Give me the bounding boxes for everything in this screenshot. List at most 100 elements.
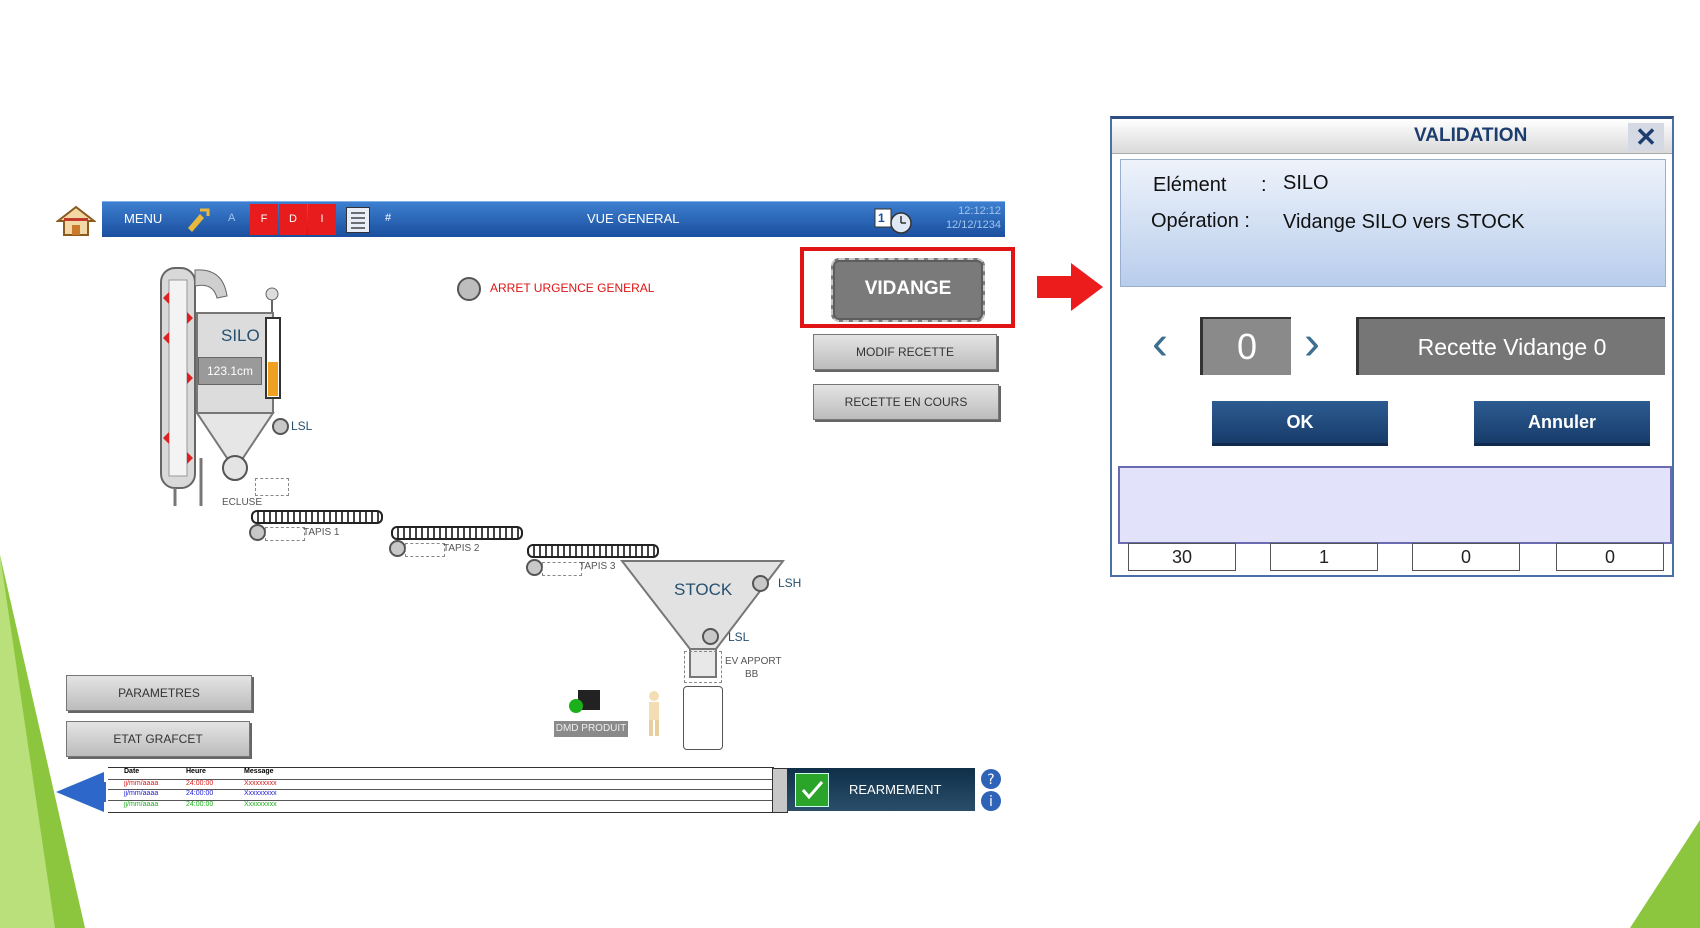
silo-assembly [145,258,305,508]
calendar-clock-icon[interactable]: 1 [874,206,914,234]
log-cell: 24:00:00 [186,801,214,808]
rearmement-label: REARMEMENT [849,782,942,797]
menu-button[interactable]: MENU [124,211,163,226]
stock-label: STOCK [674,580,733,599]
access-level-label: A [228,212,236,224]
rearmement-button[interactable]: REARMEMENT [787,768,975,811]
etat-grafcet-button[interactable]: ETAT GRAFCET [66,721,250,757]
top-navigation-bar: MENU A F D I # VUE GENERAL 1 12:12:12 12… [102,201,1005,237]
log-cell: Xxxxxxxxx [244,780,277,787]
decor-triangle-left-light [0,555,55,928]
button-d[interactable]: D [279,204,307,235]
ok-button[interactable]: OK [1212,401,1388,446]
operation-value: Vidange SILO vers STOCK [1283,211,1525,233]
vidange-button[interactable]: VIDANGE [831,258,985,322]
clock-date: 12/12/1234 [945,219,1001,231]
parametres-button[interactable]: PARAMETRES [66,675,252,711]
log-cell: Xxxxxxxxx [244,801,277,808]
emergency-stop-lamp [457,277,481,301]
stock-lsl-sensor [702,628,719,645]
element-value: SILO [1283,172,1329,194]
dialog-info-panel: Elément : SILO Opération : Vidange SILO … [1120,159,1666,287]
tapis-1-sensor [249,524,266,541]
document-icon[interactable] [346,207,370,233]
ev-apport-valve [684,651,722,683]
log-cell: jj/mm/aaaa [124,790,159,797]
dialog-title: VALIDATION [1414,125,1528,146]
operator-figure-icon [643,690,665,738]
tapis-3-sensor [526,559,543,576]
close-icon[interactable]: ✕ [1628,123,1664,151]
element-label: Elément [1153,174,1227,196]
tapis-3-label: TAPIS 3 [579,561,616,572]
dmd-produit-button[interactable]: DMD PRODUIT [554,721,628,737]
parameter-value-3: 0 [1412,543,1520,571]
silo-lsl-label: LSL [291,419,313,433]
svg-text:?: ? [987,772,994,788]
conveyor-tapis-3 [527,544,659,558]
ev-apport-sub-label: BB [745,669,759,680]
page-title: VUE GENERAL [587,211,680,226]
log-cell: 24:00:00 [186,790,214,797]
stock-hopper [619,559,786,679]
log-separator [108,789,774,790]
recipe-name-display: Recette Vidange 0 [1356,317,1665,375]
big-bag [683,686,723,750]
checkmark-icon [795,773,829,807]
dialog-message-area [1118,466,1672,544]
back-arrow-tail [86,782,106,802]
help-info-icon[interactable]: ?i [978,768,1004,812]
hash-label: # [385,212,392,224]
log-separator [108,800,774,801]
parameter-value-1: 30 [1128,543,1236,571]
element-separator: : [1261,174,1267,196]
tapis-3-motor-box [542,562,582,576]
log-header-heure: Heure [186,768,206,775]
silo-lsl-sensor [272,418,289,435]
tapis-2-motor-box [405,543,445,557]
parameter-value-2: 1 [1270,543,1378,571]
stock-lsl-label: LSL [728,630,750,644]
parameter-value-4: 0 [1556,543,1664,571]
ev-apport-label: EV APPORT [725,656,782,667]
tools-icon[interactable] [184,206,212,237]
tapis-2-sensor [389,540,406,557]
previous-recipe-icon[interactable]: ‹ [1152,317,1168,370]
log-header-message: Message [244,768,274,775]
clock-time: 12:12:12 [958,205,1001,217]
home-icon[interactable] [55,205,97,237]
silo-level-display: 123.1cm [198,357,262,385]
cancel-button[interactable]: Annuler [1474,401,1650,446]
log-header-date: Date [124,768,140,775]
red-arrow-icon [1071,263,1103,311]
operation-label: Opération : [1151,210,1250,232]
button-i[interactable]: I [308,204,336,235]
dmd-produit-indicator [568,688,604,716]
recipe-number-field[interactable]: 0 [1200,317,1291,375]
svg-text:i: i [989,794,993,810]
red-arrow-body [1037,276,1073,298]
modif-recette-button[interactable]: MODIF RECETTE [813,334,997,370]
emergency-stop-label: ARRET URGENCE GENERAL [490,281,655,295]
dialog-title-bar: VALIDATION ✕ [1112,119,1672,154]
log-cell: Xxxxxxxxx [244,790,277,797]
next-recipe-icon[interactable]: › [1304,317,1320,370]
vidange-highlight-frame [800,247,1015,328]
ecluse-motor-box [255,478,289,496]
stock-lsh-sensor [752,575,769,592]
button-f[interactable]: F [250,204,278,235]
silo-label: SILO [221,326,260,345]
log-cell: jj/mm/aaaa [124,801,159,808]
validation-dialog: VALIDATION ✕ Elément : SILO Opération : … [1110,116,1674,577]
alarm-log-table: Date Heure Message jj/mm/aaaa 24:00:00 X… [108,767,774,813]
log-separator [108,779,774,780]
tapis-1-motor-box [265,527,305,541]
recette-en-cours-button[interactable]: RECETTE EN COURS [813,384,999,420]
calendar-day: 1 [878,211,885,225]
stock-lsh-label: LSH [778,576,802,590]
log-cell: 24:00:00 [186,780,214,787]
tapis-1-label: TAPIS 1 [303,527,340,538]
conveyor-tapis-1 [251,510,383,524]
decor-triangle-right [1630,820,1700,928]
log-scrollbar[interactable] [772,768,788,813]
